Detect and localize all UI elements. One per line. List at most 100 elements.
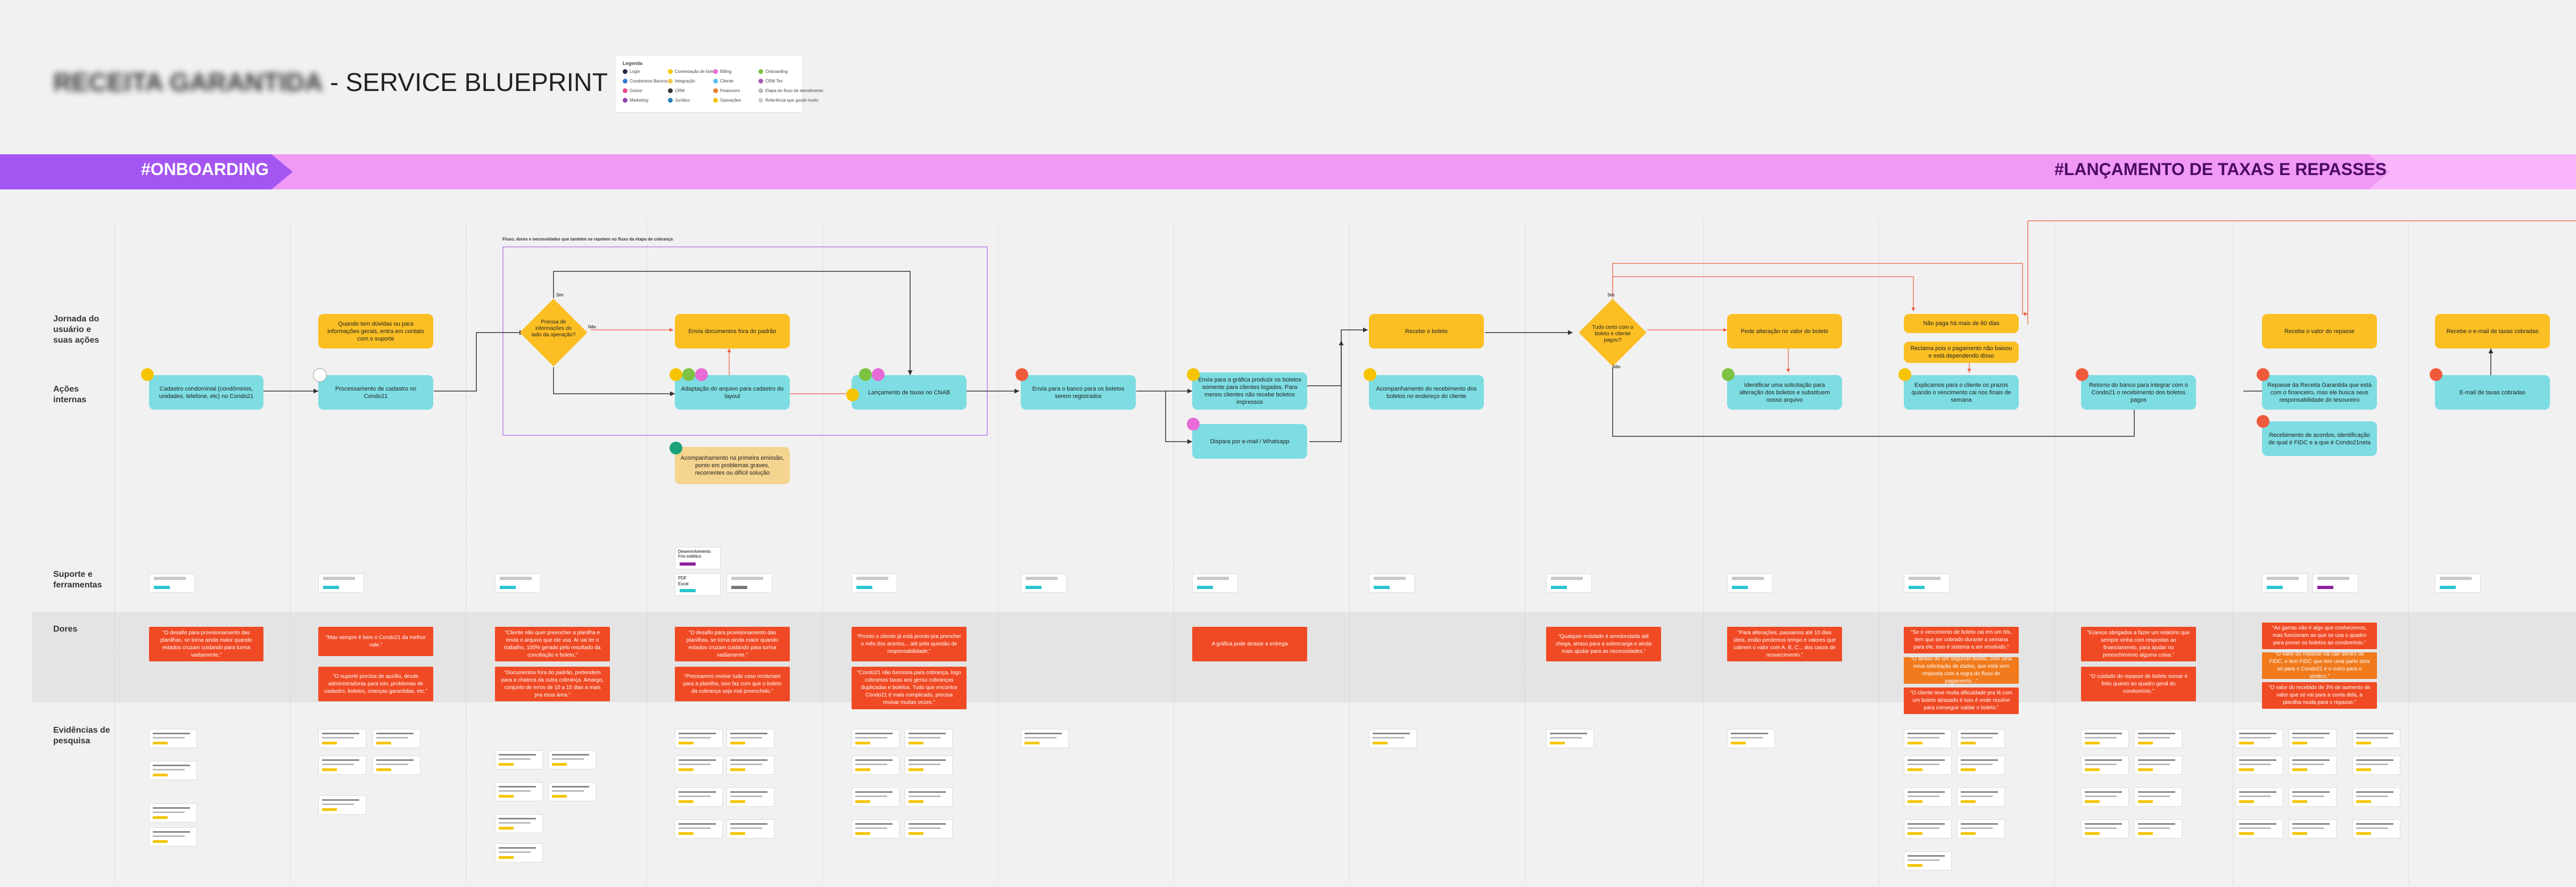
evidence-card	[675, 819, 723, 839]
evidence-card	[149, 761, 197, 780]
pain-card: “Qualquer entidade é arredondada até che…	[1546, 627, 1661, 661]
decision-paid-text: Tudo certo com o boleto e cliente pagou?	[1592, 325, 1633, 343]
legend-color-dot	[758, 98, 763, 103]
pain-card: “Condo21 não funciona para cobrança, log…	[852, 667, 967, 709]
tool-card	[495, 574, 541, 593]
pain-card: “O suporte precisa de auxílio, desde adm…	[318, 667, 433, 701]
legend-item: Gestor	[623, 88, 642, 93]
legend-item: Operações	[713, 98, 741, 103]
legend-color-dot	[668, 88, 673, 93]
legend-color-dot	[668, 98, 673, 103]
column-divider	[822, 221, 823, 883]
badge-contestacao	[846, 388, 859, 401]
sticky-pede-alteracao: Pede alteração no valor do boleto	[1727, 314, 1842, 349]
pain-card: “Documentos fora do padrão, pretendem pa…	[495, 667, 610, 701]
legend-color-dot	[668, 69, 673, 74]
evidence-card	[726, 819, 774, 839]
evidence-card	[2134, 787, 2182, 807]
evidence-card	[2289, 729, 2336, 748]
legend-color-dot	[713, 98, 718, 103]
evidence-card	[149, 827, 197, 847]
evidence-card	[2352, 729, 2400, 748]
evidence-card	[2081, 819, 2129, 839]
no-label: Não	[588, 325, 596, 329]
badge-contestacao	[1187, 368, 1200, 381]
tool-card	[2262, 574, 2308, 593]
evidence-card	[1021, 729, 1069, 748]
tool-card	[1192, 574, 1238, 593]
evidence-card	[1904, 819, 1952, 839]
legend-color-dot	[623, 69, 628, 74]
evidence-card	[373, 729, 420, 748]
column-divider	[114, 221, 115, 883]
evidence-card	[1727, 729, 1775, 748]
evidence-card	[2134, 819, 2182, 839]
legend-item: Billing	[713, 69, 731, 74]
pain-card: “Se o vencimento de boleto cai em um fds…	[1904, 627, 2019, 653]
sticky-explicamos: Explicamos para o cliente os prazos quan…	[1904, 375, 2019, 410]
legend-item-label: Gestor	[630, 88, 643, 93]
evidence-card	[726, 756, 774, 775]
legend-item-label: Jurídico	[675, 98, 690, 103]
decision-info-text: Precisa de informações do lado da operaç…	[531, 319, 576, 338]
legend-item: Condominio Bancos	[623, 79, 668, 84]
legend-color-dot	[668, 79, 673, 84]
evidence-card	[149, 803, 197, 823]
badge-financeiro	[2076, 368, 2088, 381]
legend-item: CRM	[668, 88, 684, 93]
page-title: RECEITA GARANTIDA - SERVICE BLUEPRINT	[53, 68, 608, 97]
badge-billing	[872, 368, 885, 381]
legend-item-label: CRM	[675, 88, 685, 93]
tool-card	[318, 574, 364, 593]
legend-item: Jurídico	[668, 98, 690, 103]
legend-color-dot	[623, 88, 628, 93]
sticky-email-taxas: E-mail de taxas cobradas	[2435, 375, 2550, 410]
tool-frio-estetico: Desenvolvimento Frio estético	[675, 547, 721, 569]
tool-card	[1904, 574, 1950, 593]
next-banner	[2368, 154, 2576, 189]
tool-card	[852, 574, 897, 593]
legend-item-label: CRM Tex	[765, 79, 783, 84]
legend-item: Etapa do fluxo de atendimento	[758, 88, 823, 93]
evidence-card	[495, 843, 543, 863]
pain-card: “O valor do recebido de 3% de aumento de…	[2262, 682, 2377, 709]
badge-login	[313, 368, 327, 382]
legend-item: Referência que gostei muito	[758, 98, 819, 103]
legend-title: Legenda	[623, 61, 643, 66]
legend-color-dot	[758, 69, 763, 74]
legend-item: Integração	[668, 79, 695, 84]
column-divider	[1703, 221, 1704, 883]
lane-dores: Dores	[53, 625, 78, 634]
evidence-card	[1957, 729, 2005, 748]
sticky-identificar: Identificar uma solicitação para alteraç…	[1727, 375, 1842, 410]
sticky-grafica: Envia para a gráfica produzir os boletos…	[1192, 372, 1307, 410]
onboarding-banner	[0, 154, 309, 189]
column-divider	[290, 221, 291, 883]
pain-card: “O desafio para provisionamento das plan…	[675, 627, 790, 661]
pain-card: “O cliente teve muita dificuldade pra lá…	[1904, 687, 2019, 714]
evidence-card	[2081, 756, 2129, 775]
sticky-recebe-repasse: Recebe o valor do repasse	[2262, 314, 2377, 349]
phase-lancamento-label: #LANÇAMENTO DE TAXAS E REPASSES	[2054, 160, 2387, 179]
badge-contestacao	[1898, 368, 1911, 381]
tool-card	[1021, 574, 1067, 593]
tool-card	[1369, 574, 1415, 593]
lane-evidencias: Evidências de pesquisa	[53, 726, 110, 745]
evidence-card	[852, 729, 899, 748]
legend-item: Marketing	[623, 98, 648, 103]
evidence-card	[1904, 851, 1952, 871]
evidence-card	[905, 787, 953, 807]
badge-onboarding	[1722, 368, 1735, 381]
evidence-card	[2289, 756, 2336, 775]
legend-item-label: Condominio Bancos	[630, 79, 668, 84]
evidence-card	[318, 795, 366, 815]
tool-card	[2435, 574, 2481, 593]
pain-card: “As garras não é algo que conhecemos, ma…	[2262, 623, 2377, 649]
sticky-recebe-email-taxas: Recebe o e-mail de taxas cobradas	[2435, 314, 2550, 349]
evidence-card	[495, 782, 543, 801]
legend-item-label: Financeiro	[720, 88, 740, 93]
sticky-repasse-rg: Repasse da Receita Garantida que está co…	[2262, 375, 2377, 410]
evidence-card	[1957, 819, 2005, 839]
